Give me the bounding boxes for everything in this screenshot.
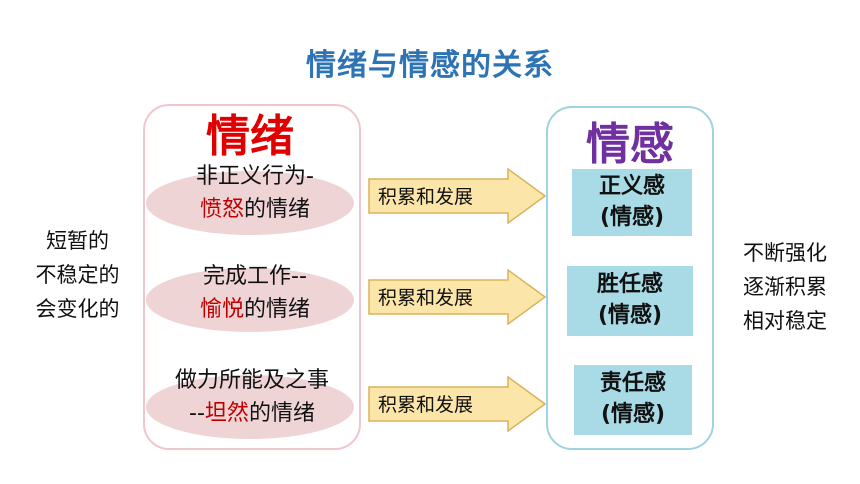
characteristic-2: 不稳定的 [35, 263, 120, 287]
characteristic-3: 相对稳定 [743, 309, 827, 333]
emotion-header: 情绪 [206, 111, 294, 162]
page-title: 情绪与情感的关系 [306, 48, 554, 83]
feeling-sub: (情感) [597, 303, 663, 328]
left-characteristics: 短暂的 不稳定的 会变化的 [20, 224, 135, 326]
feeling-box-2: 胜任感 (情感) [567, 266, 693, 336]
characteristic-3: 会变化的 [35, 297, 120, 321]
characteristic-1: 不断强化 [743, 241, 827, 265]
emotion-line-2: 愤怒的情绪 [145, 193, 365, 226]
emotion-highlight: 愉悦 [199, 297, 244, 322]
feeling-name: 正义感 [598, 174, 665, 199]
arrow-label: 积累和发展 [378, 394, 474, 416]
arrow-label: 积累和发展 [378, 287, 474, 309]
feeling-header: 情感 [586, 119, 674, 170]
emotion-line-1: 完成工作-- [203, 264, 307, 289]
emotion-rest: 的情绪 [244, 197, 311, 222]
arrow-label: 积累和发展 [378, 186, 474, 208]
emotion-rest: 的情绪 [248, 401, 315, 426]
emotion-rest: 的情绪 [244, 297, 311, 322]
arrow-icon [368, 375, 547, 433]
emotion-text-1: 非正义行为- 愤怒的情绪 [145, 160, 365, 226]
characteristic-2: 逐渐积累 [743, 275, 827, 299]
emotion-ellipse-3 [146, 375, 354, 439]
emotion-line-1: 非正义行为- [196, 164, 314, 189]
feeling-box-3: 责任感 (情感) [574, 365, 692, 435]
emotion-line-2: --坦然的情绪 [142, 397, 362, 430]
emotion-text-3: 做力所能及之事 --坦然的情绪 [142, 364, 362, 430]
arrow-3: 积累和发展 [368, 375, 547, 436]
emotion-ellipse-1 [146, 171, 354, 235]
emotion-highlight: 愤怒 [199, 197, 244, 222]
emotion-ellipse-2 [146, 268, 354, 332]
emotion-highlight: 坦然 [204, 401, 249, 426]
arrow-2: 积累和发展 [368, 268, 547, 329]
characteristic-1: 短暂的 [46, 229, 109, 253]
emotion-line-2: 愉悦的情绪 [145, 293, 365, 326]
feeling-name: 胜任感 [596, 272, 663, 297]
feeling-box-1: 正义感 (情感) [572, 169, 692, 236]
emotion-prefix: -- [189, 401, 205, 426]
feeling-sub: (情感) [600, 402, 666, 427]
arrow-icon [368, 167, 547, 225]
feeling-name: 责任感 [599, 371, 666, 396]
right-characteristics: 不断强化 逐渐积累 相对稳定 [725, 236, 845, 338]
feeling-sub: (情感) [599, 205, 665, 230]
arrow-1: 积累和发展 [368, 167, 547, 228]
arrow-icon [368, 268, 547, 326]
emotion-line-1: 做力所能及之事 [174, 368, 329, 393]
emotion-text-2: 完成工作-- 愉悦的情绪 [145, 260, 365, 326]
